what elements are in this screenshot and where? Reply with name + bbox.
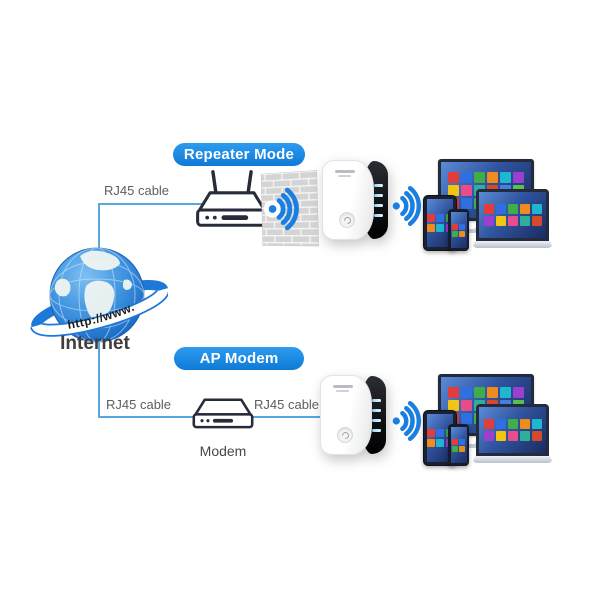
smartphone-icon [448,209,469,251]
led-indicator [372,408,381,412]
repeater-front-face [320,375,372,455]
app-tile [531,216,542,226]
app-tile [436,429,444,438]
wifi-repeater-device [320,375,386,455]
led-indicator [374,193,383,197]
app-tile [459,223,465,230]
internet-globe-icon: http://www. [30,247,168,343]
app-tile [519,419,530,429]
app-tile [531,431,542,441]
app-tile [500,386,511,398]
led-indicator [374,203,383,207]
app-tile [461,171,472,183]
app-tile [436,214,444,223]
rj45-cable-label-bottom-left: RJ45 cable [106,397,172,412]
globe-continents [54,250,132,320]
app-tile [426,214,435,223]
app-tile [495,419,506,429]
led-indicator [372,428,381,432]
app-tile [452,438,458,445]
app-tile [531,204,542,214]
app-tile [459,445,465,452]
app-tile [500,171,511,183]
repeater-front-face [322,160,374,240]
app-tile [487,171,498,183]
app-tile [474,171,485,183]
rj45-cable-label-bottom-right: RJ45 cable [254,397,320,412]
repeater-wps-button [339,212,355,228]
repeater-mode-badge: Repeater Mode [173,143,305,166]
rj45-cable-label-top: RJ45 cable [104,183,170,198]
app-tile [531,419,542,429]
app-tile [452,230,458,237]
app-tile [519,216,530,226]
tile-grid [483,204,542,226]
app-tile [452,445,458,452]
ap-modem-badge: AP Modem [174,347,304,370]
smartphone-icon [448,424,469,466]
led-indicator [374,183,383,187]
laptop-base [472,241,553,248]
client-devices-cluster [423,153,553,253]
laptop-icon [472,404,553,466]
wifi-repeater-device [322,160,388,240]
tile-grid [452,438,465,452]
client-devices-cluster [423,368,553,468]
app-tile [459,230,465,237]
app-tile [487,386,498,398]
modem-label: Modem [199,443,247,459]
repeater-wps-button [337,427,353,443]
wifi-signal-icon [392,401,421,441]
app-tile [507,431,518,441]
app-tile [519,204,530,214]
led-indicator [372,398,381,402]
repeater-logo-mark [335,170,357,178]
app-tile [461,399,472,411]
app-tile [452,223,458,230]
repeater-logo-mark [333,385,355,393]
rj45-cable-line-top [99,203,207,206]
app-tile [483,216,494,226]
app-tile [426,438,435,447]
app-tile [426,223,435,232]
app-tile [461,197,472,209]
app-tile [495,216,506,226]
app-tile [448,171,459,183]
app-tile [461,386,472,398]
tile-grid [452,223,465,237]
app-tile [461,412,472,424]
wireless-router-icon [196,170,268,227]
app-tile [483,431,494,441]
app-tile [513,171,524,183]
app-tile [448,184,459,196]
laptop-icon [472,189,553,251]
app-tile [507,216,518,226]
app-tile [461,184,472,196]
internet-label: Internet [60,333,130,354]
app-tile [519,431,530,441]
wifi-signal-icon [264,187,299,231]
app-tile [507,419,518,429]
app-tile [507,204,518,214]
app-tile [426,429,435,438]
app-tile [483,419,494,429]
app-tile [483,204,494,214]
led-indicator [372,418,381,422]
app-tile [436,438,444,447]
app-tile [495,431,506,441]
app-tile [495,204,506,214]
app-tile [513,386,524,398]
app-tile [448,386,459,398]
app-tile [459,438,465,445]
modem-icon [192,398,254,429]
tile-grid [483,419,542,441]
app-tile [474,386,485,398]
laptop-base [472,456,553,463]
wifi-signal-icon [392,186,421,226]
app-tile [436,223,444,232]
app-tile [448,399,459,411]
led-indicator [374,213,383,217]
